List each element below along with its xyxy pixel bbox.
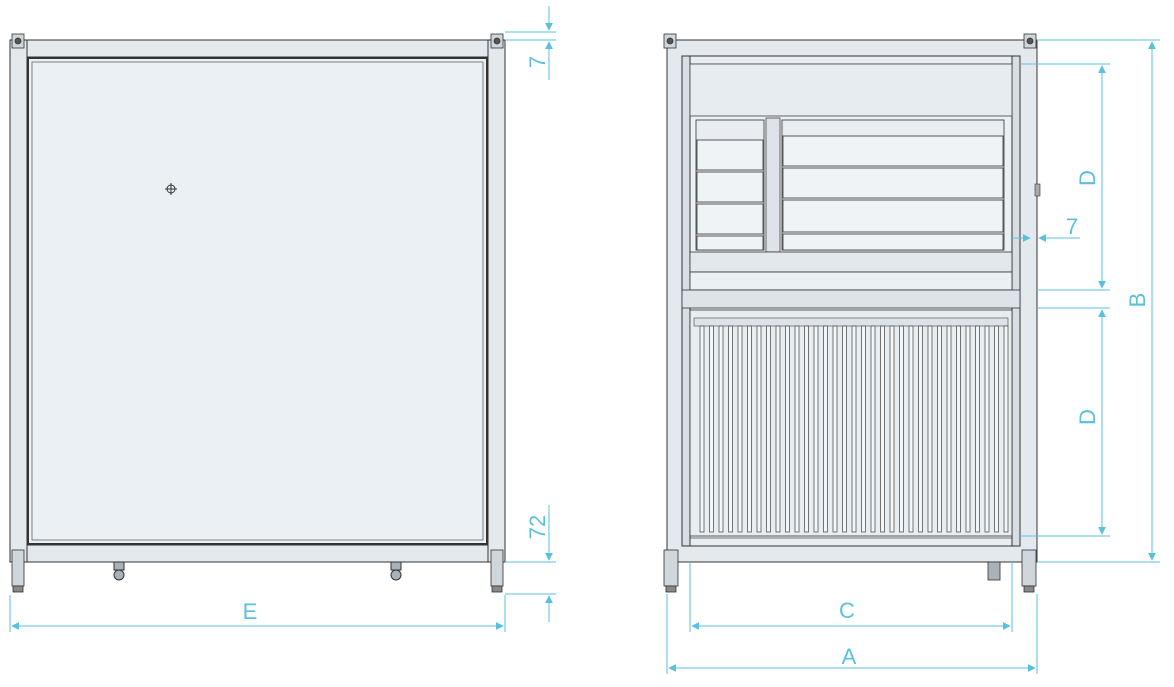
louver-slat [832, 325, 838, 533]
dimension-c-label: C [839, 598, 855, 623]
louver-slat [794, 325, 800, 533]
side-middle-shelf [681, 251, 1021, 309]
side-view: A C B D D [663, 33, 1160, 674]
dimension-e [9, 595, 506, 632]
dimension-b [1037, 39, 1160, 563]
dimension-d-lower-label: D [1075, 409, 1100, 425]
louver-slat [889, 325, 895, 533]
louver-slat [956, 325, 961, 533]
side-corner-brackets [663, 33, 1037, 49]
louver-slat [699, 325, 705, 533]
louver-slat [785, 325, 790, 533]
louver-slat [1003, 325, 1009, 533]
louver-slat [984, 325, 990, 533]
dimension-d-upper [1020, 63, 1110, 291]
louver-slat [823, 325, 828, 533]
louver-slat [718, 325, 724, 533]
front-castors [113, 561, 402, 581]
louver-slat [975, 325, 980, 533]
front-handle-marker [165, 183, 177, 195]
front-feet [11, 549, 504, 593]
louver-slat [766, 325, 771, 533]
louver-slat [842, 325, 847, 533]
dimension-d-lower [1020, 307, 1110, 537]
dimension-c [689, 562, 1013, 632]
side-small-drawers [695, 119, 765, 251]
front-panel [27, 57, 488, 545]
dimension-b-label: B [1125, 293, 1150, 308]
louver-slat [899, 325, 904, 533]
louver-slat [927, 325, 933, 533]
front-corner-brackets [11, 33, 504, 49]
louver-slat [813, 325, 819, 533]
louver-slat [775, 325, 781, 533]
louver-slat [851, 325, 857, 533]
dimension-top-offset-label: 7 [525, 56, 550, 68]
dimension-a [666, 594, 1038, 674]
side-knob [1034, 183, 1041, 197]
louver-slat [861, 325, 866, 533]
louver-slat [870, 325, 876, 533]
louver-slat [728, 325, 733, 533]
louver-slat [994, 325, 999, 533]
side-louvers [699, 325, 1009, 533]
dimension-d-upper-label: D [1075, 170, 1100, 186]
louver-slat [756, 325, 762, 533]
front-view: E 7 72 [9, 6, 556, 632]
louver-slat [946, 325, 952, 533]
louver-slat [737, 325, 743, 533]
side-feet [663, 549, 1037, 593]
louver-slat [747, 325, 752, 533]
louver-slat [937, 325, 942, 533]
dimension-bottom-height-label: 72 [525, 515, 550, 539]
louver-slat [908, 325, 914, 533]
louver-slat [804, 325, 809, 533]
dimension-e-label: E [243, 599, 258, 624]
side-large-drawers [781, 119, 1005, 251]
louver-slat [918, 325, 923, 533]
louver-slat [965, 325, 971, 533]
dimension-bottom-height [505, 505, 556, 622]
louver-slat [880, 325, 885, 533]
dimension-top-offset [505, 6, 556, 80]
dimension-a-label: A [842, 644, 857, 669]
side-top-band [689, 63, 1013, 117]
louver-slat [709, 325, 714, 533]
dimension-side-offset-label: 7 [1066, 214, 1078, 239]
